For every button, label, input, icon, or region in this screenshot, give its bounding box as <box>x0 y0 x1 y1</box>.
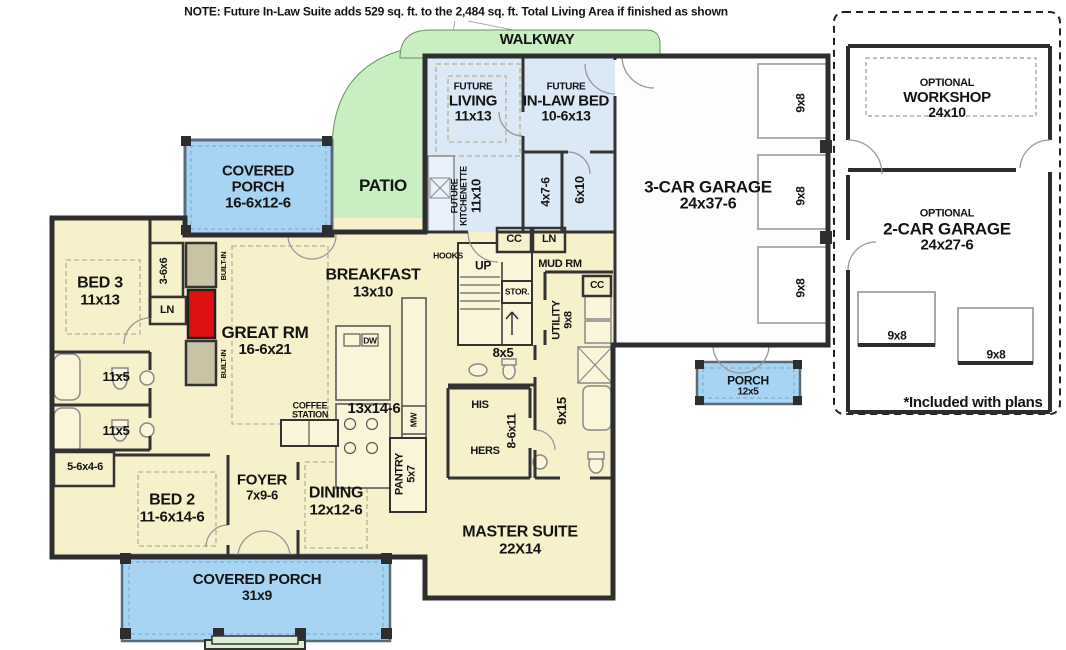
wic-dims: 8-6x11 <box>504 413 519 449</box>
kitchen-counters <box>335 297 427 489</box>
suite-ln-label: LN <box>541 233 557 246</box>
porch-post <box>213 628 224 639</box>
fireplace <box>186 288 217 340</box>
dining-label: DINING 12x12-6 <box>308 484 364 519</box>
covered-porch-bottom <box>120 553 392 643</box>
kitchen-dims: 13x14-6 <box>347 400 401 418</box>
built-in-cabinet-top <box>184 241 218 289</box>
stairs <box>457 242 533 346</box>
mud-closet-box <box>581 274 613 298</box>
great-room-label: GREAT RM 16-6x21 <box>221 323 309 359</box>
front-steps-upper <box>211 635 299 645</box>
stairs-up-label: UP <box>474 258 492 273</box>
patio-label: PATIO <box>359 176 407 196</box>
porch-post <box>381 628 392 639</box>
porch-post <box>793 396 802 405</box>
kitchen-sink-range <box>343 333 379 455</box>
linen-closet <box>148 295 188 326</box>
coffee-station-label: COFFEE STATION <box>291 400 329 420</box>
bath1-dims: 11x5 <box>102 369 130 385</box>
his-label: HIS <box>471 399 489 412</box>
optional-panel-walls <box>846 44 1052 414</box>
shower-x <box>577 346 613 384</box>
patio-area <box>331 44 431 233</box>
porch-post <box>295 628 306 639</box>
bed3-closet-dims: 3-6x6 <box>158 257 171 285</box>
entry-porch <box>695 360 802 406</box>
porch-post <box>322 225 332 235</box>
future-living-label: FUTURE LIVING 11x13 <box>448 81 498 124</box>
entry-porch-inner-line <box>702 367 795 399</box>
porch-post <box>120 628 131 639</box>
dryer <box>584 320 612 344</box>
bed3-label: BED 3 11x13 <box>77 274 123 309</box>
optional-door1-dims: 9x8 <box>887 328 907 343</box>
mud-room-label: MUD RM <box>538 258 582 271</box>
walkway-label: WALKWAY <box>499 31 575 49</box>
storage-label: STOR. <box>504 286 530 297</box>
bath2-dims: 11x5 <box>102 423 130 439</box>
microwave-label: MW <box>408 412 419 428</box>
included-note: *Included with plans <box>903 394 1043 412</box>
dishwasher-label: DW <box>363 335 377 346</box>
optional-door-sills <box>858 343 1033 365</box>
porch-left-inner-line <box>190 145 327 230</box>
optional-garage-label: OPTIONAL 2-CAR GARAGE 24x27-6 <box>883 207 1011 254</box>
suite-closet-dims: 4x7-6 <box>538 177 553 207</box>
workshop-bench <box>865 57 1037 117</box>
porch-post <box>181 136 191 146</box>
optional-door-arcs <box>847 139 1051 271</box>
built-in-cabinet-bottom <box>184 339 218 387</box>
master-suite-label: MASTER SUITE 22X14 <box>462 523 578 558</box>
bed2-label: BED 2 11-6x14-6 <box>139 491 205 526</box>
workshop-label: OPTIONAL WORKSHOP 24x10 <box>903 77 991 121</box>
foyer-label: FOYER 7x9-6 <box>236 471 288 503</box>
hers-label: HERS <box>470 445 500 458</box>
covered-porch-bottom-label: COVERED PORCH 31x9 <box>192 570 322 603</box>
interior-walls <box>52 56 617 557</box>
garage-door-recess <box>757 63 829 324</box>
porch-post <box>322 136 332 146</box>
garage-door2-dims: 9x8 <box>793 186 808 206</box>
porch-bottom-inner-line <box>128 561 384 635</box>
porch-post <box>793 360 802 369</box>
future-inlaw-bed-label: FUTURE IN-LAW BED 10-6x13 <box>522 81 610 124</box>
powder-dims: 8x5 <box>492 345 514 361</box>
covered-porch-left-label: COVERED PORCH 16-6x12-6 <box>221 162 295 211</box>
stairs-up-arrow <box>505 311 519 335</box>
garage-label: 3-CAR GARAGE 24x37-6 <box>644 177 772 213</box>
master-bath-dims: 9x15 <box>554 397 570 425</box>
linen-label: LN <box>159 304 175 317</box>
garage-door3-dims: 9x8 <box>793 278 808 298</box>
suite-bath-dims: 6x10 <box>572 176 588 204</box>
bath-fixtures-left <box>53 353 155 455</box>
walkway-area <box>399 29 661 59</box>
optional-door2-dims: 9x8 <box>986 347 1006 362</box>
porch-post <box>695 360 704 369</box>
utility-label: UTILITY 9x8 <box>550 300 574 340</box>
hooks-label: HOOKS <box>433 250 463 261</box>
built-in-top-label: BUILT-IN <box>219 251 229 281</box>
porch-post <box>695 396 704 405</box>
breakfast-label: BREAKFAST 13x10 <box>325 266 421 301</box>
washer <box>584 294 612 320</box>
door-arcs <box>123 55 770 558</box>
kitchenette-sink <box>429 177 451 199</box>
pantry-label: PANTRY 5x7 <box>393 452 417 496</box>
note-text: NOTE: Future In-Law Suite adds 529 sq. f… <box>184 4 728 19</box>
garage-door1-dims: 9x8 <box>793 93 808 113</box>
entry-porch-label: PORCH 12x5 <box>727 373 769 398</box>
mud-cc-label: CC <box>590 279 604 291</box>
future-kitchenette-label: FUTURE KITCHENETTE 11x10 <box>449 166 484 226</box>
outer-wall <box>49 53 831 601</box>
covered-porch-left <box>183 138 334 237</box>
pantry-room <box>389 437 427 513</box>
bed2-closet-dims: 5-6x4-6 <box>67 461 103 474</box>
suite-cc-label: CC <box>506 233 522 246</box>
